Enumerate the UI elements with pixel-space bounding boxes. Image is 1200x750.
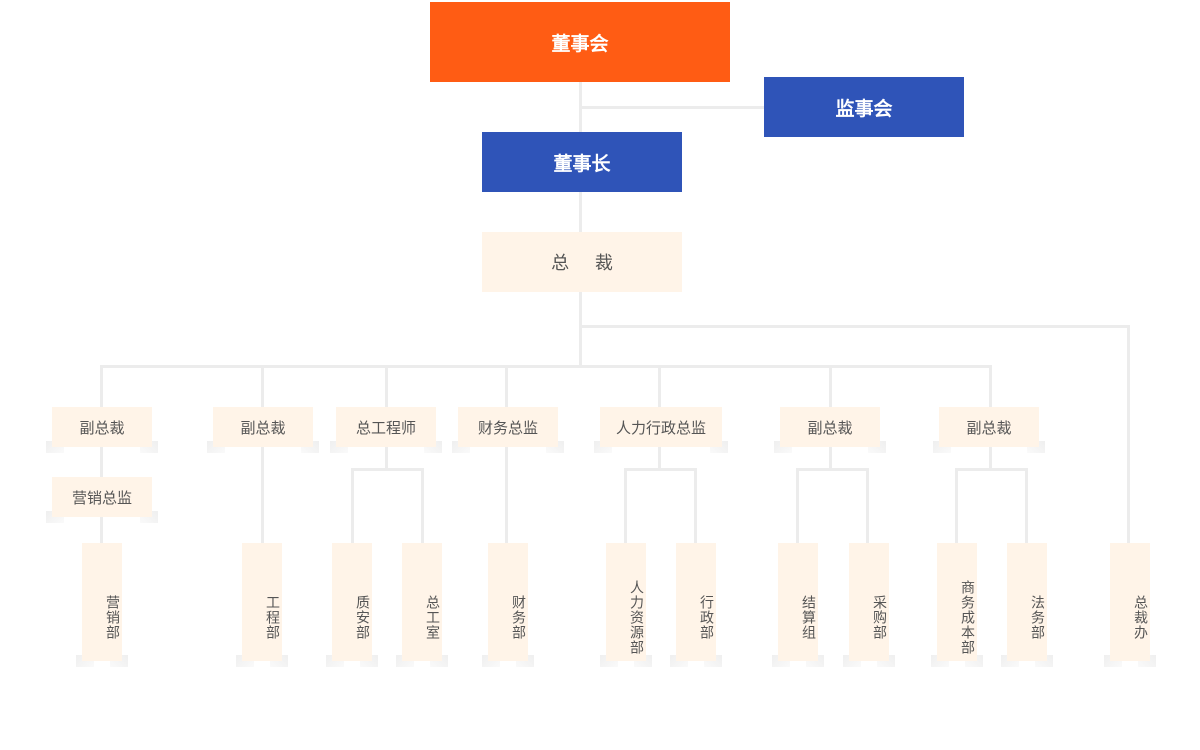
connector-line <box>796 468 799 543</box>
dept-label: 营销部 <box>104 594 120 640</box>
dept-box-hr: 人力资源部 <box>600 543 652 667</box>
connector-line <box>1127 325 1130 543</box>
dept-label: 工程部 <box>264 594 280 640</box>
connector-line <box>955 468 958 543</box>
vp-box: 副总裁 <box>46 407 158 453</box>
supervisory-board-box: 监事会 <box>764 77 964 137</box>
connector-line <box>579 106 765 109</box>
chief-engineer-label: 总工程师 <box>355 418 416 437</box>
connector-line <box>385 447 388 469</box>
connector-line <box>989 447 992 469</box>
dept-box-admin: 行政部 <box>670 543 722 667</box>
connector-line <box>829 447 832 469</box>
dept-label: 总裁办 <box>1132 594 1148 640</box>
connector-line <box>579 292 582 367</box>
connector-line <box>829 365 832 407</box>
dept-label: 人力资源部 <box>628 579 644 655</box>
hr-admin-director-box: 人力行政总监 <box>594 407 728 453</box>
dept-box-chief-engineer-office: 总工室 <box>396 543 448 667</box>
dept-box-engineering: 工程部 <box>236 543 288 667</box>
dept-label: 质安部 <box>354 594 370 640</box>
president-box: 总 裁 <box>482 232 682 292</box>
connector-line <box>796 468 869 471</box>
marketing-director-box: 营销总监 <box>46 477 158 523</box>
vp-box: 副总裁 <box>933 407 1045 453</box>
dept-box-settlement: 结算组 <box>772 543 824 667</box>
connector-line <box>624 468 627 543</box>
dept-label: 行政部 <box>698 594 714 640</box>
vp-label: 副总裁 <box>966 418 1012 437</box>
connector-line <box>505 447 508 543</box>
connector-line <box>385 365 388 407</box>
dept-label: 总工室 <box>424 594 440 640</box>
marketing-director-label: 营销总监 <box>71 488 132 507</box>
connector-line <box>579 192 582 232</box>
dept-label: 结算组 <box>800 594 816 640</box>
dept-label: 商务成本部 <box>959 579 975 655</box>
connector-line <box>624 468 697 471</box>
dept-label: 法务部 <box>1029 594 1045 640</box>
connector-line <box>100 365 992 368</box>
dept-label: 采购部 <box>871 594 887 640</box>
chief-engineer-box: 总工程师 <box>330 407 442 453</box>
dept-box-marketing: 营销部 <box>76 543 128 667</box>
connector-line <box>1025 468 1028 543</box>
dept-box-business-cost: 商务成本部 <box>931 543 983 667</box>
dept-box-procurement: 采购部 <box>843 543 895 667</box>
board-label: 董事会 <box>551 32 609 55</box>
finance-director-box: 财务总监 <box>452 407 564 453</box>
chairman-box: 董事长 <box>482 132 682 192</box>
connector-line <box>955 468 1028 471</box>
connector-line <box>421 468 424 543</box>
vp-box: 副总裁 <box>207 407 319 453</box>
connector-line <box>351 468 424 471</box>
board-of-directors-box: 董事会 <box>430 2 730 82</box>
connector-line <box>505 365 508 407</box>
connector-line <box>351 468 354 543</box>
chairman-label: 董事长 <box>553 152 611 175</box>
supervisors-label: 监事会 <box>835 97 893 120</box>
connector-line <box>579 325 1130 328</box>
vp-box: 副总裁 <box>774 407 886 453</box>
connector-line <box>100 365 103 407</box>
dept-box-finance: 财务部 <box>482 543 534 667</box>
dept-label: 财务部 <box>510 594 526 640</box>
connector-line <box>989 365 992 407</box>
vp-label: 副总裁 <box>79 418 125 437</box>
hr-admin-director-label: 人力行政总监 <box>615 418 706 437</box>
dept-box-quality-safety: 质安部 <box>326 543 378 667</box>
connector-line <box>261 365 264 407</box>
vp-label: 副总裁 <box>807 418 853 437</box>
president-label: 总 裁 <box>551 253 623 274</box>
finance-director-label: 财务总监 <box>477 418 538 437</box>
dept-box-president-office: 总裁办 <box>1104 543 1156 667</box>
connector-line <box>658 447 661 469</box>
connector-line <box>694 468 697 543</box>
connector-line <box>261 447 264 543</box>
dept-box-legal: 法务部 <box>1001 543 1053 667</box>
vp-label: 副总裁 <box>240 418 286 437</box>
connector-line <box>658 365 661 407</box>
connector-line <box>866 468 869 543</box>
